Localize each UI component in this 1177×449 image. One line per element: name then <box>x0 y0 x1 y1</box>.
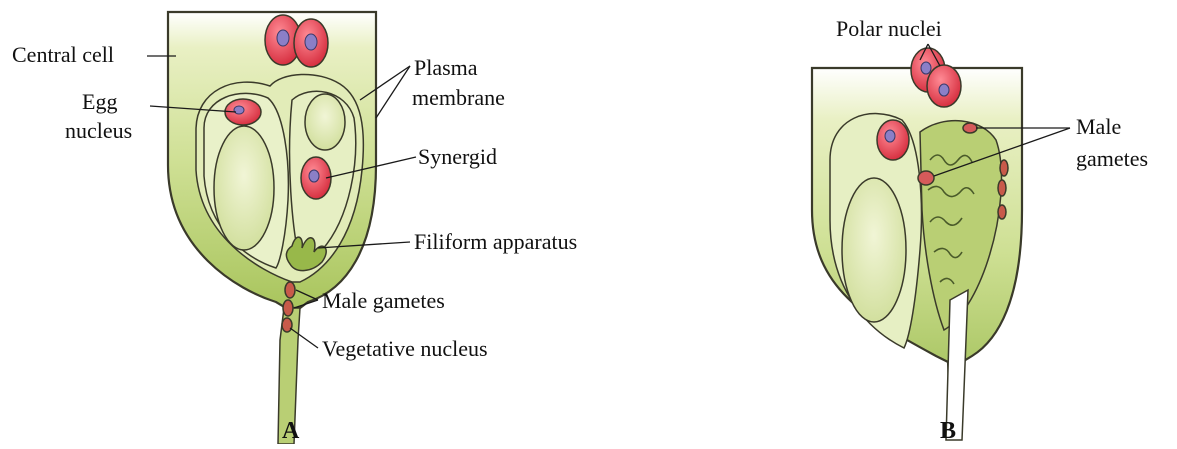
tissue-cell-b3 <box>998 205 1006 219</box>
label-male-gametes-b-1: Male <box>1076 114 1121 139</box>
label-male-gametes-a: Male gametes <box>322 288 445 313</box>
figure-a: Central cell Egg nucleus Plasma membrane… <box>12 12 577 444</box>
label-filiform-apparatus: Filiform apparatus <box>414 229 577 254</box>
male-gamete-b1 <box>963 123 977 133</box>
vegetative-nucleus-a <box>282 318 292 332</box>
figure-b: Polar nuclei Male gametes B <box>812 16 1148 444</box>
tissue-cell-b2 <box>998 180 1006 196</box>
label-male-gametes-b-2: gametes <box>1076 146 1148 171</box>
egg-vacuole-b <box>842 178 906 322</box>
label-central-cell: Central cell <box>12 42 114 67</box>
label-vegetative-nucleus: Vegetative nucleus <box>322 336 488 361</box>
male-gamete-b2 <box>918 171 934 185</box>
label-plasma-membrane-2: membrane <box>412 85 505 110</box>
synergid-vacuole <box>305 94 345 150</box>
label-egg-nucleus-1: Egg <box>82 89 117 114</box>
caption-b: B <box>940 418 956 444</box>
label-plasma-membrane-1: Plasma <box>414 55 478 80</box>
egg-vacuole <box>214 126 274 250</box>
pointer-plasma-membrane-2 <box>376 66 410 118</box>
label-egg-nucleus-2: nucleus <box>65 118 132 143</box>
male-gamete-a2 <box>283 300 293 316</box>
egg-nucleus-b <box>877 120 909 160</box>
male-gamete-a1 <box>285 282 295 298</box>
label-polar-nuclei: Polar nuclei <box>836 16 942 41</box>
label-synergid: Synergid <box>418 144 497 169</box>
caption-a: A <box>282 418 300 444</box>
tissue-cell-b1 <box>1000 160 1008 176</box>
